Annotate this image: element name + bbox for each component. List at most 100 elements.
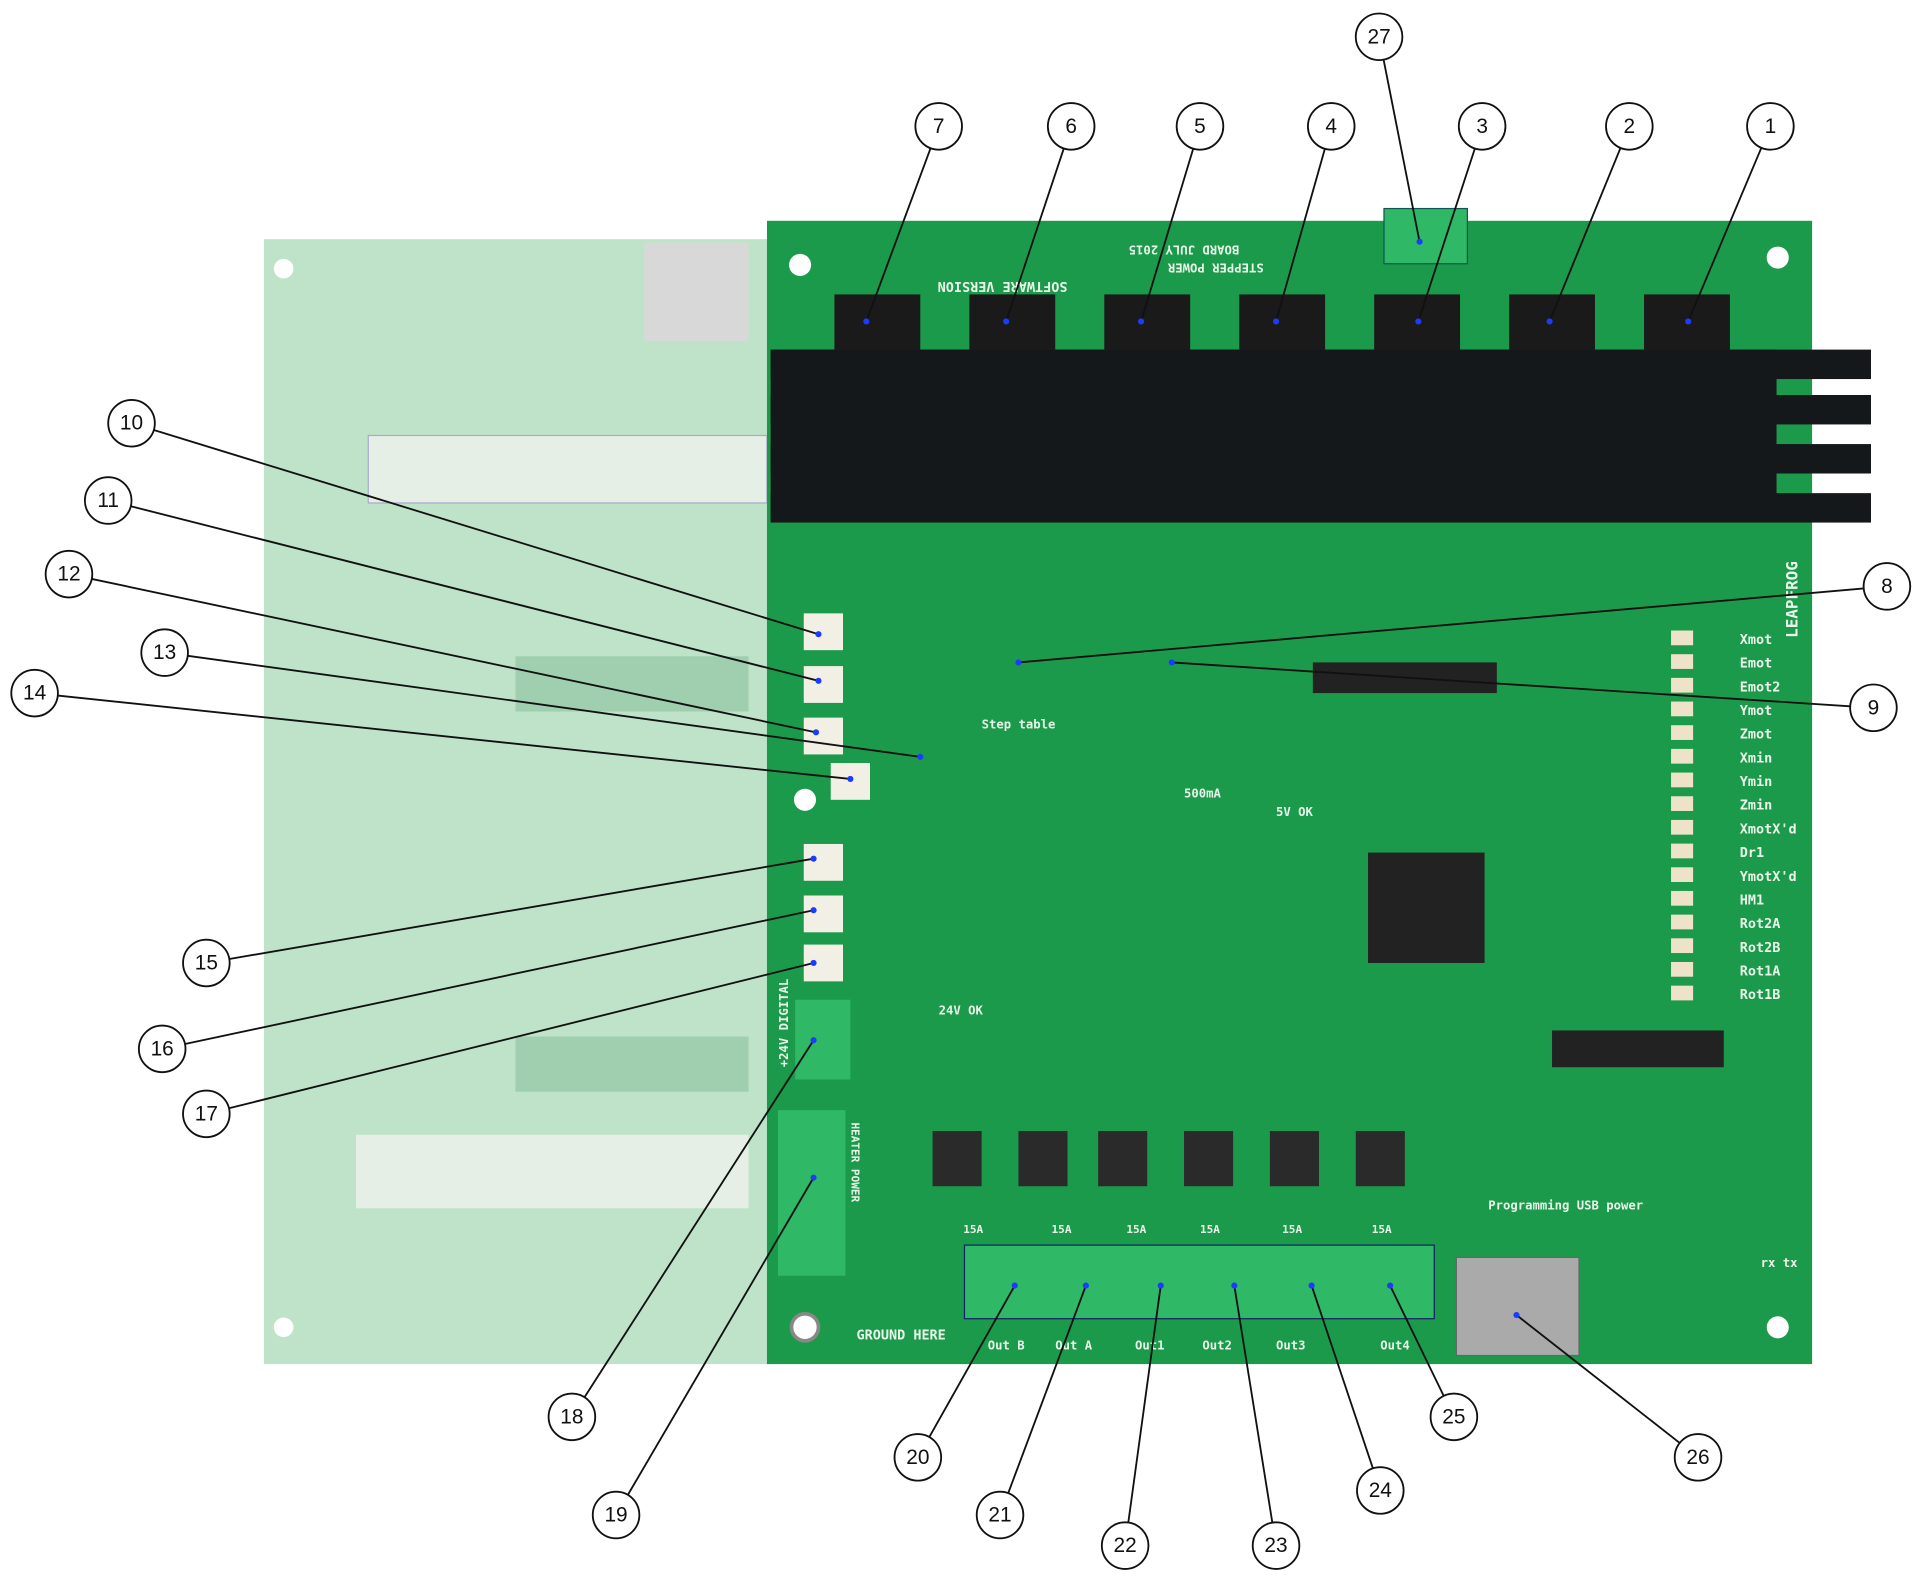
- callout-circle: [1429, 1392, 1479, 1442]
- status-led: [1671, 961, 1694, 977]
- target-dot: [1003, 318, 1010, 325]
- callout-17: 17: [182, 959, 817, 1139]
- leader-line: [1382, 59, 1421, 242]
- status-led: [1671, 677, 1694, 693]
- stepper-power-label: STEPPER POWER: [1167, 261, 1264, 275]
- callout-circle: [1354, 12, 1404, 62]
- callout-circle: [1251, 1521, 1301, 1570]
- leader-line: [184, 909, 814, 1045]
- callout-number: 2: [1624, 115, 1636, 138]
- callout-number: 20: [906, 1446, 929, 1469]
- led-label: Zmin: [1740, 798, 1772, 814]
- status-led: [1671, 890, 1694, 906]
- programming-label: Programming USB power: [1488, 1199, 1643, 1213]
- leader-line: [1140, 148, 1195, 322]
- output-terminal: [963, 1244, 1435, 1320]
- output-label: Out B: [988, 1338, 1025, 1352]
- callout-18: 18: [547, 1037, 817, 1442]
- mount-holes: [273, 246, 1789, 1343]
- heater-power-label: HEATER POWER: [849, 1122, 862, 1202]
- faded-usb: [644, 242, 749, 342]
- target-dot: [812, 729, 820, 736]
- output-label: Out3: [1276, 1338, 1306, 1352]
- callout-circle: [83, 476, 133, 525]
- faded-connector: [367, 434, 768, 504]
- callout-circle: [137, 1024, 187, 1074]
- callout-15: 15: [182, 855, 817, 988]
- callout-21: 21: [975, 1282, 1089, 1540]
- fuse-label: 15A: [963, 1223, 983, 1236]
- target-dot: [1387, 1282, 1394, 1289]
- mosfet: [1098, 1131, 1148, 1187]
- led-label: YmotX'd: [1740, 869, 1797, 885]
- callout-circle: [1605, 102, 1654, 151]
- microcontroller-chip: [1368, 852, 1485, 963]
- target-dot: [1157, 1282, 1164, 1289]
- led-label: XmotX'd: [1740, 821, 1797, 837]
- callout-circle: [1673, 1433, 1723, 1482]
- target-dot: [810, 959, 817, 967]
- callout-19: 19: [591, 1174, 817, 1540]
- callout-number: 12: [57, 563, 80, 586]
- leader-line: [1127, 1285, 1162, 1523]
- led-label: Rot1A: [1740, 963, 1781, 979]
- callout-4: 4: [1272, 102, 1356, 325]
- output-label: Out4: [1380, 1338, 1410, 1352]
- callout-circle: [1849, 683, 1898, 733]
- callout-number: 1: [1765, 115, 1777, 138]
- target-dot: [810, 1037, 817, 1044]
- callout-3: 3: [1415, 102, 1507, 325]
- 5v-ok-label: 5V OK: [1276, 805, 1314, 819]
- callout-16: 16: [137, 907, 817, 1074]
- faded-connector: [356, 1134, 749, 1209]
- callout-number: 18: [560, 1405, 583, 1428]
- callout-number: 13: [153, 641, 176, 664]
- callout-number: 21: [988, 1503, 1011, 1526]
- leader-line: [1389, 1285, 1445, 1397]
- leader-line: [130, 505, 819, 682]
- heater-terminal: [777, 1110, 846, 1276]
- target-dot: [1011, 1282, 1018, 1289]
- target-dot: [1416, 238, 1423, 245]
- target-dot: [1168, 659, 1175, 666]
- led-label: Rot2B: [1740, 940, 1781, 956]
- leader-line: [187, 654, 921, 758]
- status-led: [1671, 630, 1694, 646]
- fuse-label: 15A: [1126, 1223, 1146, 1236]
- target-dot: [810, 907, 817, 914]
- brand-label: LEAPFROG: [1782, 561, 1801, 638]
- callout-circle: [182, 938, 231, 988]
- target-dot: [1015, 659, 1022, 666]
- target-dot: [815, 631, 822, 638]
- leader-line: [153, 429, 819, 636]
- target-dot: [1685, 318, 1692, 325]
- callout-number: 10: [120, 412, 143, 435]
- leader-line: [1171, 661, 1851, 708]
- callout-26: 26: [1513, 1311, 1723, 1482]
- led-label: Zmot: [1740, 727, 1772, 743]
- software-version-label: SOFTWARE VERSION: [938, 278, 1068, 294]
- fuse-label: 15A: [1052, 1223, 1072, 1236]
- callout-circle: [1356, 1466, 1405, 1515]
- callout-number: 3: [1476, 115, 1488, 138]
- callout-9: 9: [1168, 659, 1898, 733]
- leader-line: [228, 962, 814, 1110]
- leader-line: [1515, 1314, 1681, 1444]
- callout-10: 10: [107, 398, 822, 638]
- status-led: [1671, 654, 1694, 669]
- callout-number: 19: [604, 1503, 627, 1526]
- target-dot: [810, 855, 817, 862]
- target-dot: [1272, 318, 1280, 325]
- digital-terminal: [795, 999, 851, 1080]
- fuse-label: 15A: [1282, 1223, 1302, 1236]
- faded-chip-strip: [515, 1036, 749, 1092]
- callout-number: 11: [97, 489, 119, 512]
- target-dot: [1231, 1282, 1238, 1289]
- led-label: Xmot: [1740, 632, 1772, 648]
- leader-line: [229, 857, 814, 960]
- callout-27: 27: [1354, 12, 1423, 245]
- callout-number: 24: [1369, 1479, 1392, 1502]
- ground-here-label: GROUND HERE: [857, 1328, 946, 1344]
